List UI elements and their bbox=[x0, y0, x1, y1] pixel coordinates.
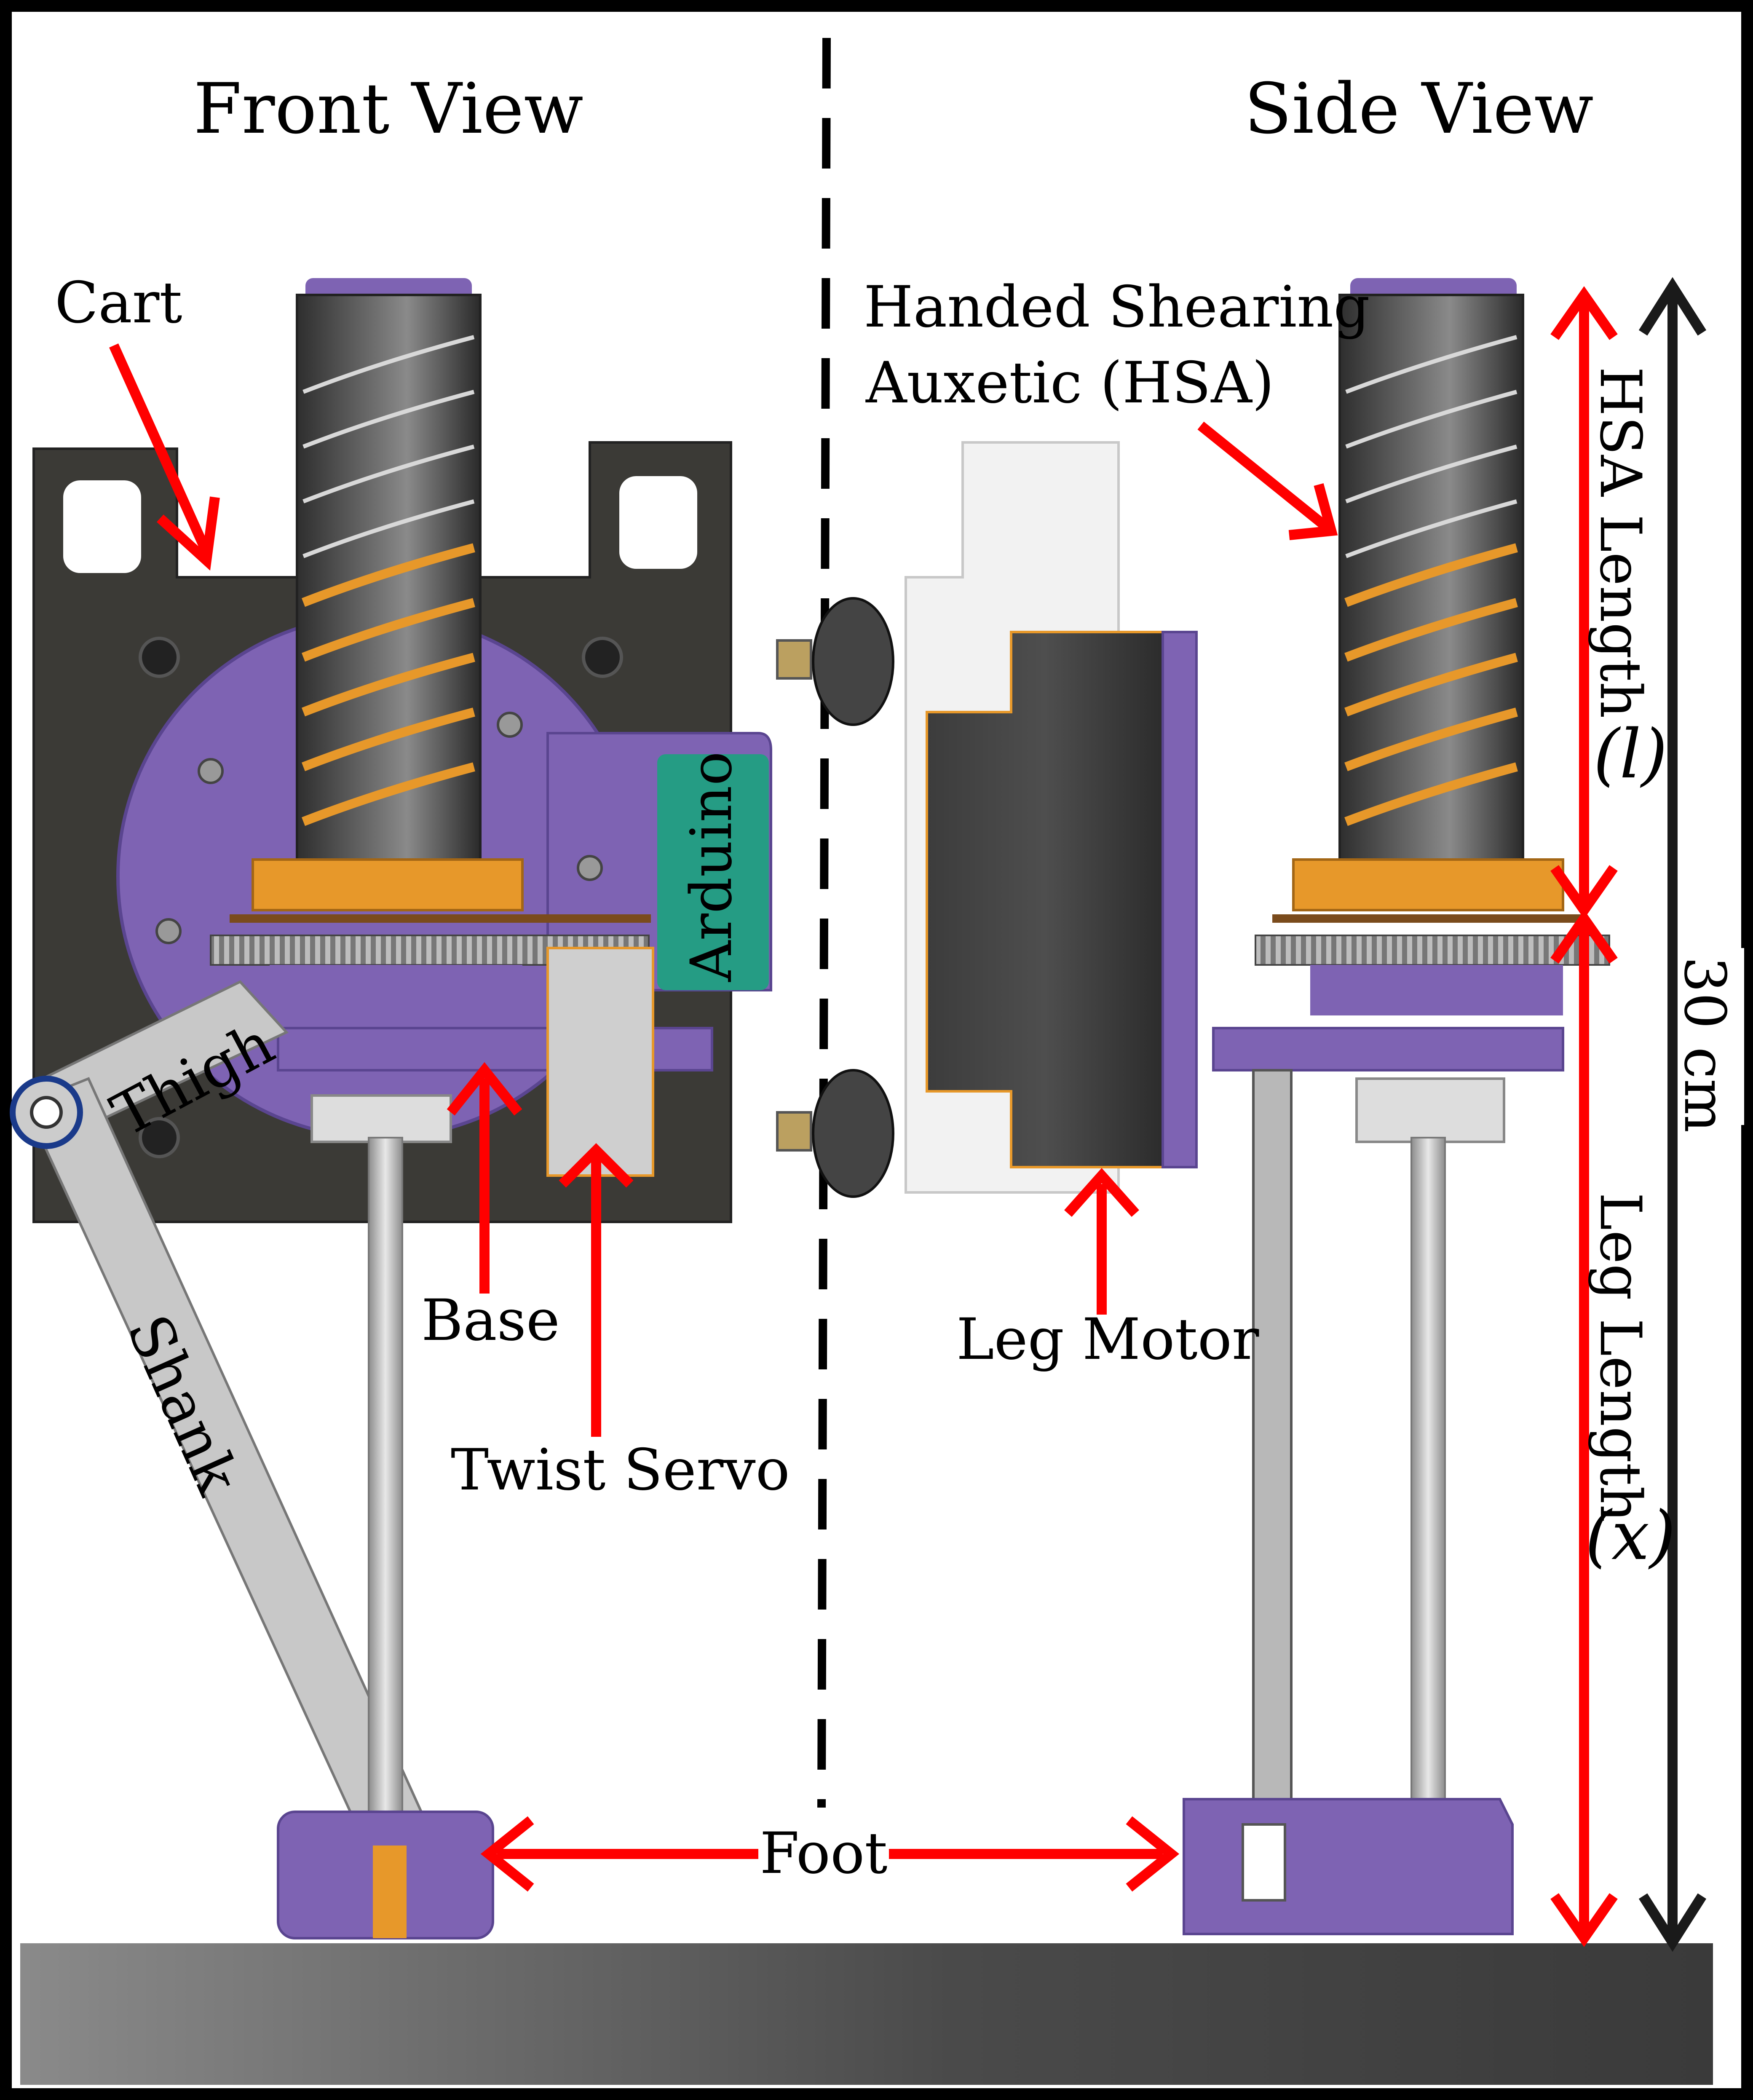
base-label: Base bbox=[421, 1287, 560, 1353]
hsa-hub-front bbox=[252, 858, 524, 911]
leg-length-symbol: (x) bbox=[1585, 1496, 1675, 1575]
leg-rod-side bbox=[1410, 1137, 1446, 1804]
view-divider bbox=[817, 38, 831, 1808]
leg-linkage-side bbox=[1252, 1069, 1293, 1821]
twist-servo-label: Twist Servo bbox=[451, 1437, 790, 1503]
side-view-title: Side View bbox=[1244, 68, 1593, 149]
hsa-length-label: HSA Length bbox=[1587, 367, 1654, 718]
hsa-label-line2: Auxetic (HSA) bbox=[865, 350, 1274, 416]
leg-rod-front bbox=[368, 1137, 403, 1813]
hsa-slots-front bbox=[302, 543, 475, 826]
total-length-label: 30 cm bbox=[1672, 956, 1738, 1133]
cart-slot-right bbox=[619, 476, 697, 569]
leg-motor[interactable] bbox=[926, 631, 1164, 1168]
base-side bbox=[1212, 1027, 1564, 1071]
leg-length-label: Leg Length bbox=[1587, 1192, 1654, 1522]
side-view bbox=[776, 278, 1610, 1935]
total-height-arrow bbox=[1638, 277, 1707, 1952]
red-arrows bbox=[109, 286, 1618, 1947]
front-view-title: Front View bbox=[193, 68, 583, 149]
hsa-label-line1: Handed Shearing bbox=[864, 274, 1370, 340]
arduino-board[interactable] bbox=[657, 754, 769, 990]
cart-slot-left bbox=[63, 480, 141, 573]
foot-side[interactable] bbox=[1183, 1798, 1514, 1935]
gear-side bbox=[1255, 935, 1610, 966]
foot-label: Foot bbox=[760, 1820, 887, 1886]
front-view: Arduino Thigh Shank bbox=[10, 278, 772, 1939]
hsa-length-symbol: (l) bbox=[1593, 715, 1667, 793]
ground bbox=[20, 1943, 1713, 2085]
arduino-label: Arduino bbox=[678, 751, 744, 982]
cart-wheels bbox=[776, 597, 894, 1198]
twist-servo-body[interactable] bbox=[546, 947, 654, 1177]
cart-label: Cart bbox=[55, 270, 182, 336]
leg-motor-label: Leg Motor bbox=[956, 1306, 1259, 1372]
